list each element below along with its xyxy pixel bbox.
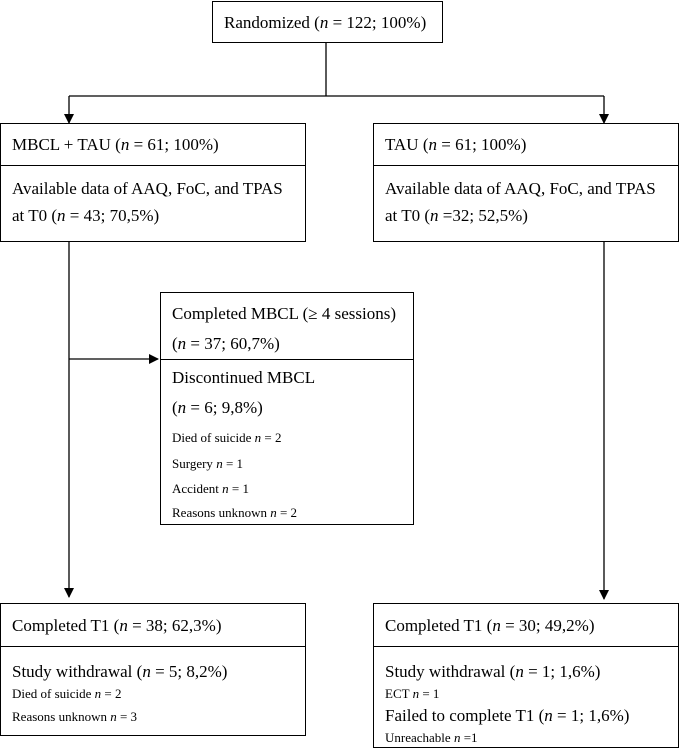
completed-mbcl-line2: (n = 37; 60,7%): [172, 334, 280, 353]
tau-avail-line1: Available data of AAQ, FoC, and TPAS: [385, 179, 656, 198]
right-failed-reason: Unreachable n =1: [385, 730, 478, 745]
mbcl-progress-divider: [161, 359, 413, 360]
left-withdrawal-reason: Reasons unknown n = 3: [12, 709, 138, 724]
left-t1-box: Completed T1 (n = 38; 62,3%) Study withd…: [0, 603, 306, 736]
right-study-withdrawal: Study withdrawal (n = 1; 1,6%): [385, 662, 601, 681]
completed-mbcl-line1: Completed MBCL (≥ 4 sessions): [172, 304, 397, 323]
discontinued-reason: Accident n = 1: [172, 481, 250, 496]
mbcl-tau-avail-line1: Available data of AAQ, FoC, and TPAS: [12, 179, 283, 198]
left-completed-t1: Completed T1 (n = 38; 62,3%): [12, 616, 222, 635]
left-withdrawal-reason: Died of suicide n = 2: [12, 686, 122, 701]
right-withdrawal-reason: ECT n = 1: [385, 686, 440, 701]
right-t1-box: Completed T1 (n = 30; 49,2%) Study withd…: [373, 603, 679, 748]
discontinued-mbcl-title: Discontinued MBCL: [172, 368, 316, 387]
mbcl-tau-box: MBCL + TAU (n = 61; 100%) Available data…: [0, 123, 306, 242]
tau-header: TAU (n = 61; 100%): [385, 135, 527, 154]
tau-divider: [374, 165, 678, 166]
tau-box: TAU (n = 61; 100%) Available data of AAQ…: [373, 123, 679, 242]
discontinued-reason: Surgery n = 1: [172, 456, 244, 471]
discontinued-mbcl-count: (n = 6; 9,8%): [172, 398, 263, 417]
right-t1-divider: [374, 646, 678, 647]
left-study-withdrawal: Study withdrawal (n = 5; 8,2%): [12, 662, 228, 681]
mbcl-tau-header: MBCL + TAU (n = 61; 100%): [12, 135, 219, 154]
mbcl-tau-avail-line2: at T0 (n = 43; 70,5%): [12, 206, 160, 225]
discontinued-reason: Reasons unknown n = 2: [172, 505, 298, 520]
randomized-box: Randomized (n = 122; 100%): [212, 1, 443, 43]
randomized-text: Randomized (n = 122; 100%): [224, 13, 427, 32]
left-t1-divider: [1, 646, 305, 647]
mbcl-tau-divider: [1, 165, 305, 166]
tau-avail-line2: at T0 (n =32; 52,5%): [385, 206, 528, 225]
right-failed-t1: Failed to complete T1 (n = 1; 1,6%): [385, 706, 630, 725]
right-completed-t1: Completed T1 (n = 30; 49,2%): [385, 616, 595, 635]
discontinued-reason: Died of suicide n = 2: [172, 430, 282, 445]
mbcl-progress-box: Completed MBCL (≥ 4 sessions) (n = 37; 6…: [160, 292, 414, 525]
